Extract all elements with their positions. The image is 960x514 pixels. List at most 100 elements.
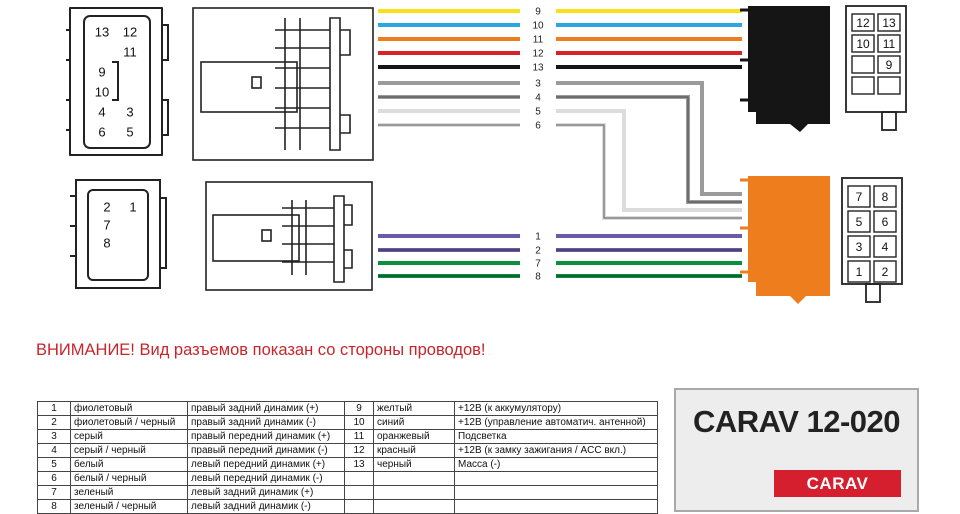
table-cell: правый задний динамик (-) [187, 415, 345, 430]
table-cell: левый задний динамик (-) [187, 499, 345, 514]
rb-pins-pin-1: 1 [856, 265, 863, 279]
rt-pins-pin-9: 9 [886, 58, 893, 72]
wire-7-label-bg [520, 257, 556, 269]
right-bottom-pin-grid: 7 8 5 6 3 4 1 2 [847, 185, 897, 283]
table-cell [373, 471, 455, 486]
wire-11-label: 11 [533, 35, 544, 46]
table-cell: правый передний динамик (+) [187, 429, 345, 444]
table-cell: 11 [344, 429, 374, 444]
table-cell: серый / черный [70, 443, 188, 458]
rb-pins-pin-2: 2 [882, 265, 889, 279]
wire-6-label-bg [520, 119, 556, 131]
wire-1-label: 1 [535, 232, 541, 243]
rt-pins-cell [877, 13, 901, 32]
table-cell: 9 [344, 401, 374, 416]
wire-13-label-bg [520, 61, 556, 73]
table-cell: 1 [37, 401, 71, 416]
table-cell: 10 [344, 415, 374, 430]
lt-pins-pin-13: 13 [95, 25, 109, 40]
wire-8-label-bg [520, 270, 556, 282]
table-cell: красный [373, 443, 455, 458]
lb-pins-pin-8: 8 [103, 236, 110, 251]
table-cell: черный [373, 457, 455, 472]
lt-pins-pin-9: 9 [98, 65, 105, 80]
wire-8-label: 8 [535, 272, 541, 283]
rb-pins-cell [873, 235, 897, 258]
wire-6-label: 6 [535, 121, 541, 132]
table-cell: желтый [373, 401, 455, 416]
table-cell: правый задний динамик (+) [187, 401, 345, 416]
table-cell: фиолетовый [70, 401, 188, 416]
wire-11-label-bg [520, 33, 556, 45]
wire-4-label-bg [520, 91, 556, 103]
left-top-connector [66, 7, 169, 156]
rb-pins-cell [873, 185, 897, 208]
wire-9-label: 9 [535, 7, 541, 18]
rt-pins-pin-12: 12 [856, 16, 870, 30]
table-cell: зеленый / черный [70, 499, 188, 514]
wire-2-label: 2 [535, 246, 541, 257]
right-top-black-connector [740, 6, 830, 132]
wire-9-label-bg [520, 5, 556, 17]
wire-3-label-bg [520, 77, 556, 89]
wire-5-label: 5 [535, 107, 541, 118]
table-cell: 12 [344, 443, 374, 458]
warning-text: ВНИМАНИЕ! Вид разъемов показан со сторон… [36, 341, 486, 359]
lt-pins-pin-10: 10 [95, 85, 109, 100]
table-cell: левый передний динамик (+) [187, 457, 345, 472]
table-cell: Масса (-) [454, 457, 658, 472]
wire-bundle [378, 9, 742, 278]
wire-2-label-bg [520, 244, 556, 256]
table-cell [344, 485, 374, 500]
lt-pins-pin-12: 12 [123, 25, 137, 40]
rb-pins-pin-3: 3 [856, 240, 863, 254]
table-cell: зеленый [70, 485, 188, 500]
wire-4-label: 4 [535, 93, 541, 104]
table-cell: синий [373, 415, 455, 430]
table-cell: +12В (к аккумулятору) [454, 401, 658, 416]
wire-7-label: 7 [535, 259, 541, 270]
rb-pins-cell [873, 210, 897, 233]
rb-pins-pin-8: 8 [882, 190, 889, 204]
rt-pins-cell [877, 76, 901, 95]
rt-pins-pin-13: 13 [882, 16, 896, 30]
table-cell: оранжевый [373, 429, 455, 444]
lb-pins-pin-7: 7 [103, 218, 110, 233]
lt-pins-pin-11: 11 [123, 45, 137, 60]
lt-pins-pin-6: 6 [98, 125, 105, 140]
rt-pins-cell [851, 76, 875, 95]
rb-pins-pin-5: 5 [856, 215, 863, 229]
wire-13-label: 13 [532, 63, 544, 74]
table-cell: 13 [344, 457, 374, 472]
wire-12-label: 12 [532, 49, 544, 60]
rb-pins-pin-6: 6 [882, 215, 889, 229]
wire-10-label: 10 [532, 21, 544, 32]
table-cell: левый передний динамик (-) [187, 471, 345, 486]
rb-pins-cell [847, 235, 871, 258]
rb-pins-pin-7: 7 [856, 190, 863, 204]
lb-pins-pin-1: 1 [129, 200, 136, 215]
table-cell: левый задний динамик (+) [187, 485, 345, 500]
table-cell: +12В (к замку зажигания / ACC вкл.) [454, 443, 658, 458]
rb-pins-pin-4: 4 [882, 240, 889, 254]
table-cell [454, 485, 658, 500]
wire-3-label: 3 [535, 79, 541, 90]
table-cell [373, 485, 455, 500]
left-bottom-connector-side [205, 181, 373, 291]
rb-pins-cell [873, 260, 897, 283]
brand-panel: CARAV 12-020 CARAV [674, 388, 919, 512]
table-cell: 5 [37, 457, 71, 472]
table-cell [344, 499, 374, 514]
